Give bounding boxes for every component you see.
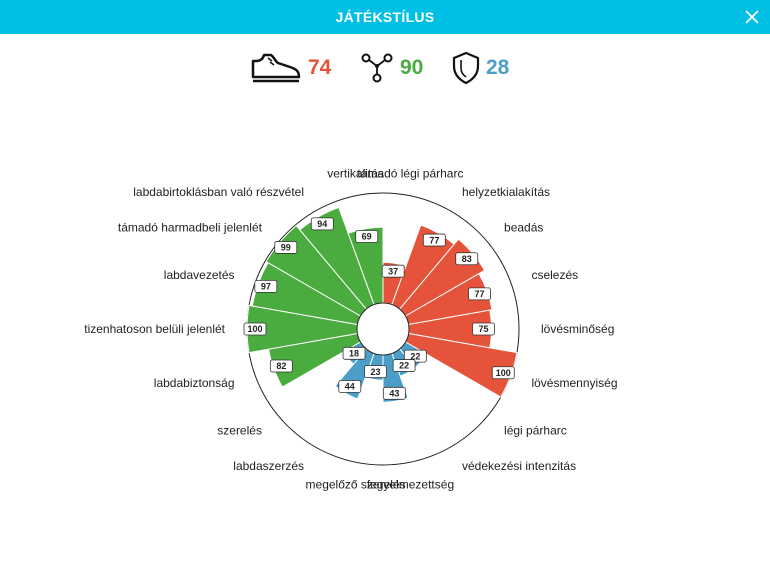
score-build-value: 90 <box>400 56 424 79</box>
svg-text:75: 75 <box>478 324 488 334</box>
category-label-tizenhatoson-beluli-jelenlet: tizenhatoson belüli jelenlét <box>84 322 225 336</box>
bar-labdabirtoklasban-valo-reszvetel <box>299 206 375 310</box>
value-label-megelozo-szereles: 23 <box>364 365 387 379</box>
svg-text:43: 43 <box>389 389 399 399</box>
svg-text:94: 94 <box>317 219 327 229</box>
chart-inner-ring <box>356 302 410 356</box>
score-attack: 74 <box>250 48 331 88</box>
close-icon[interactable] <box>744 9 760 25</box>
category-label-lovesmennyiseg: lövésmennyiség <box>531 376 617 390</box>
bar-tamado-legi-parharc <box>382 261 407 306</box>
svg-text:22: 22 <box>399 361 409 371</box>
bar-labdavezetes <box>251 261 362 326</box>
value-label-cselezes: 77 <box>468 287 491 301</box>
bar-lovesmennyiseg <box>404 332 518 398</box>
shield-icon <box>452 51 480 85</box>
bar-lovesminoseg <box>408 309 492 349</box>
svg-text:22: 22 <box>410 351 420 361</box>
header-bar: JÁTÉKSTÍLUS <box>0 0 770 34</box>
value-label-labdaszerzes: 44 <box>338 380 362 393</box>
svg-text:100: 100 <box>496 368 511 378</box>
bar-vedekezesi-intenzitas <box>391 348 416 377</box>
category-label-helyzetkialakitas: helyzetkialakítás <box>462 185 550 199</box>
chart-outer-ring <box>246 192 520 466</box>
category-label-vertikalitas: vertikalitás <box>327 166 384 180</box>
score-summary: 74 90 28 <box>0 48 770 88</box>
category-label-cselezes: cselezés <box>531 268 578 282</box>
category-label-lovesminoseg: lövésminőség <box>541 322 614 336</box>
svg-text:77: 77 <box>429 235 439 245</box>
category-label-fegyelmezettseg: fegyelmezettség <box>367 478 454 492</box>
svg-text:44: 44 <box>345 382 355 392</box>
category-label-labdaszerzes: labdaszerzés <box>233 459 304 473</box>
value-label-labdabiztonsag: 82 <box>269 359 293 373</box>
value-label-helyzetkialakitas: 77 <box>422 233 446 247</box>
bar-cselezes <box>404 272 493 326</box>
bar-beadas <box>399 238 486 317</box>
score-defense: 28 <box>452 48 509 88</box>
svg-text:77: 77 <box>474 289 484 299</box>
category-label-legi-parharc: légi párharc <box>504 424 567 438</box>
value-label-legi-parharc: 22 <box>403 349 427 363</box>
value-label-fegyelmezettseg: 43 <box>382 386 406 400</box>
score-attack-value: 74 <box>308 56 332 79</box>
value-label-vedekezesi-intenzitas: 22 <box>392 359 416 372</box>
svg-text:37: 37 <box>388 266 398 276</box>
value-label-beadas: 83 <box>455 252 479 266</box>
svg-text:99: 99 <box>281 243 291 253</box>
score-build: 90 <box>360 48 423 88</box>
bar-tizenhatoson-beluli-jelenlet <box>246 304 358 354</box>
category-label-beadas: beadás <box>504 220 543 234</box>
svg-text:23: 23 <box>370 367 380 377</box>
value-label-szereles: 18 <box>342 346 366 360</box>
value-label-lovesminoseg: 75 <box>472 322 495 336</box>
category-label-labdabiztonsag: labdabiztonság <box>154 376 235 390</box>
svg-text:82: 82 <box>276 361 286 371</box>
category-label-labdavezetes: labdavezetés <box>164 268 235 282</box>
category-label-tamado-harmadbeli-jelenlet: támadó harmadbeli jelenlét <box>118 220 263 234</box>
bar-labdaszerzes <box>334 348 375 400</box>
category-label-vedekezesi-intenzitas: védekezési intenzitás <box>462 459 576 473</box>
score-defense-value: 28 <box>486 56 510 79</box>
value-label-tizenhatoson-beluli-jelenlet: 100 <box>243 322 267 336</box>
bar-fegyelmezettseg <box>382 352 409 403</box>
shoe-icon <box>251 53 301 83</box>
value-label-labdabirtoklasban-valo-reszvetel: 94 <box>310 217 334 231</box>
value-label-tamado-legi-parharc: 37 <box>381 264 405 278</box>
bar-szereles <box>342 341 367 365</box>
category-label-szereles: szerelés <box>217 424 262 438</box>
bar-vertikalitas <box>347 226 384 306</box>
bar-helyzetkialakitas <box>391 224 455 310</box>
svg-text:69: 69 <box>362 232 372 242</box>
bar-labdabiztonsag <box>267 332 362 388</box>
network-icon <box>361 53 393 83</box>
bar-tamado-harmadbeli-jelenlet <box>265 224 367 317</box>
value-label-vertikalitas: 69 <box>355 230 379 243</box>
category-label-tamado-legi-parharc: támadó légi párharc <box>357 166 463 180</box>
value-label-tamado-harmadbeli-jelenlet: 99 <box>274 241 298 254</box>
value-label-labdavezetes: 97 <box>254 279 278 293</box>
category-label-labdabirtoklasban-valo-reszvetel: labdabirtoklásban való részvétel <box>133 185 304 199</box>
svg-text:18: 18 <box>349 348 359 358</box>
svg-text:97: 97 <box>261 282 271 292</box>
bar-megelozo-szereles <box>364 352 384 381</box>
svg-text:83: 83 <box>462 254 472 264</box>
value-label-lovesmennyiseg: 100 <box>491 366 515 380</box>
svg-text:100: 100 <box>247 324 262 334</box>
page-title: JÁTÉKSTÍLUS <box>335 9 435 25</box>
category-label-megelozo-szereles: megelőző szerelés <box>306 478 406 492</box>
bar-legi-parharc <box>399 341 428 369</box>
